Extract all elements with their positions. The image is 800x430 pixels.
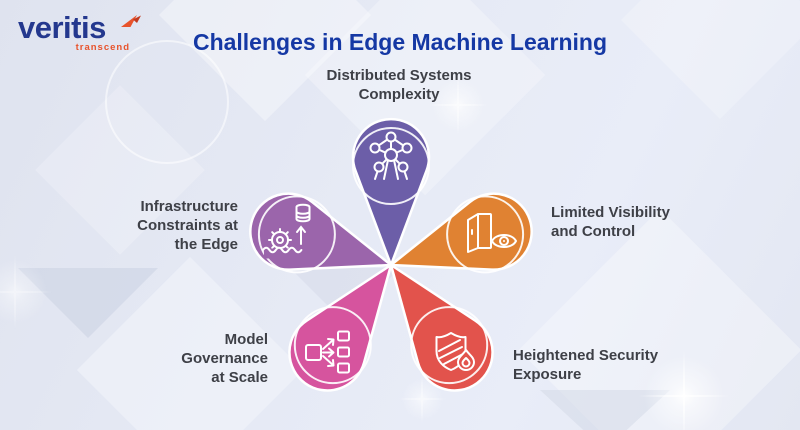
arrow-wing-icon: [120, 14, 142, 34]
distribution-flow-icon: [305, 330, 350, 374]
petal-ring: [257, 195, 336, 274]
shield-flame-icon: [435, 332, 475, 371]
door-eye-icon: [467, 213, 517, 253]
petal-distributed-systems: [351, 117, 431, 267]
petal-ring: [410, 306, 489, 385]
label-security-exposure: Heightened Security Exposure: [513, 347, 659, 383]
petal-infrastructure-constraints: [249, 192, 393, 274]
page-title: Challenges in Edge Machine Learning: [192, 29, 608, 55]
petal-ring: [352, 127, 430, 205]
label-infrastructure-constraints: Infrastructure Constraints at the Edge: [137, 198, 238, 253]
label-limited-visibility: Limited Visibility and Control: [551, 204, 670, 240]
logo-tagline: transcend: [75, 42, 130, 53]
network-nodes-icon: [369, 131, 413, 180]
gear-wave-database-icon: [262, 203, 311, 259]
petal-ring: [293, 306, 372, 385]
label-model-governance: Model Governance at Scale: [181, 331, 268, 386]
petal-model-governance: [288, 263, 393, 392]
veritis-logo: veritis transcend: [18, 12, 158, 53]
petal-security-exposure: [389, 263, 494, 392]
petal-limited-visibility: [389, 192, 533, 274]
petal-ring: [446, 195, 525, 274]
label-distributed-systems: Distributed Systems Complexity: [326, 67, 472, 103]
logo-wordmark: veritis: [18, 10, 106, 45]
